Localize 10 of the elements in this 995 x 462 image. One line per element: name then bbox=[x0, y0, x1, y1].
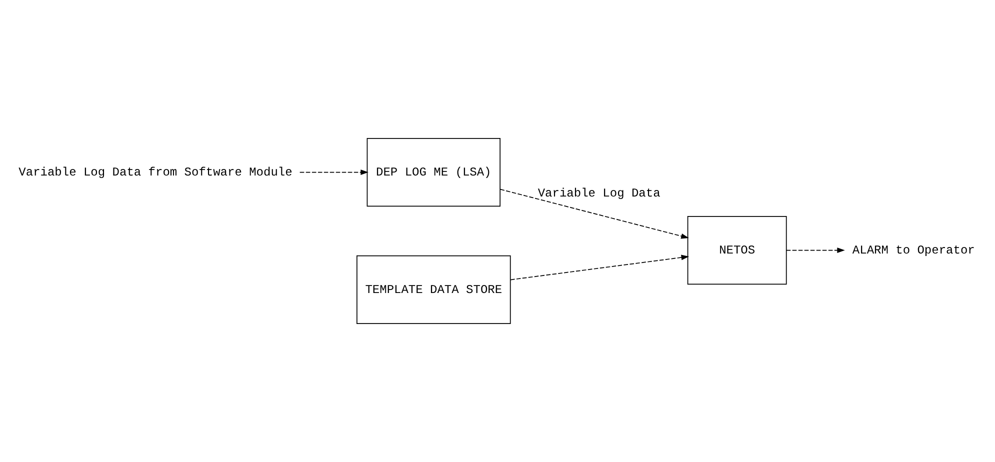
node-text: ALARM to Operator bbox=[852, 243, 975, 258]
node-box: TEMPLATE DATA STORE bbox=[356, 255, 511, 324]
arrow bbox=[299, 170, 368, 175]
edge-label: Variable Log Data bbox=[538, 186, 660, 200]
node-text: Variable Log Data from Software Module bbox=[18, 165, 292, 180]
arrow bbox=[510, 254, 690, 280]
arrow bbox=[786, 248, 845, 253]
arrow bbox=[500, 188, 689, 239]
node-box: DEP LOG ME (LSA) bbox=[366, 138, 500, 207]
node-box: NETOS bbox=[687, 216, 787, 285]
